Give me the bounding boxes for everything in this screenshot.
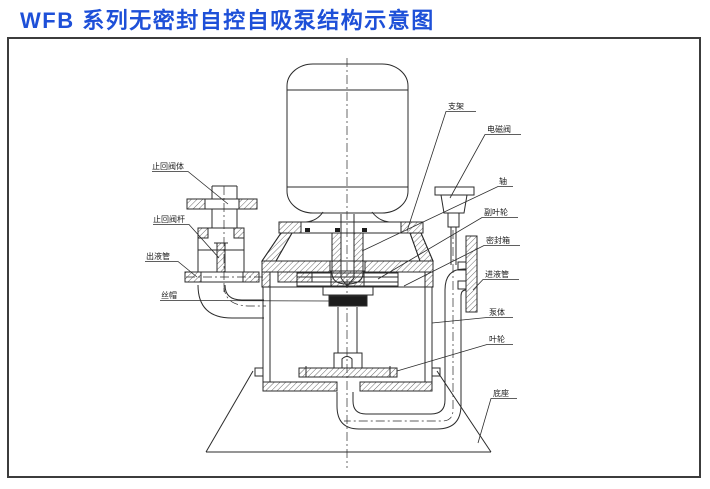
pump-body [254, 287, 441, 392]
label-solenoid-valve: 电磁阀 [487, 124, 511, 134]
inlet-pipe [336, 235, 478, 430]
label-check-valve-body: 止回阀体 [152, 161, 184, 171]
motor [286, 63, 409, 223]
leader-lines [145, 111, 521, 444]
centerlines [186, 58, 454, 468]
lock-nut [322, 286, 374, 307]
label-base: 底座 [493, 388, 509, 398]
page-title: WFB 系列无密封自控自吸泵结构示意图 [20, 8, 435, 33]
label-pump-body: 泵体 [489, 307, 505, 317]
drawing [145, 58, 521, 468]
part-labels: 止回阀体 止回阀杆 出液管 丝帽 支架 电磁阀 轴 副叶轮 密封箱 进液管 泵体… [146, 101, 511, 398]
label-seal-box: 密封箱 [486, 235, 510, 245]
label-impeller: 叶轮 [489, 334, 505, 344]
label-bracket: 支架 [448, 101, 464, 111]
impeller [298, 352, 398, 378]
label-outlet-pipe: 出液管 [146, 251, 170, 261]
label-check-valve-stem: 止回阀杆 [153, 214, 185, 224]
upper-casing [261, 232, 434, 262]
base [205, 370, 492, 453]
label-inlet-pipe: 进液管 [485, 269, 509, 279]
outlet-elbow [197, 284, 264, 319]
bracket-plate [278, 221, 424, 234]
label-shaft: 轴 [499, 176, 507, 186]
diagram-frame [7, 37, 701, 478]
label-auxiliary-impeller: 副叶轮 [484, 207, 508, 217]
check-valve [184, 185, 313, 283]
label-lock-nut: 丝帽 [161, 290, 177, 300]
